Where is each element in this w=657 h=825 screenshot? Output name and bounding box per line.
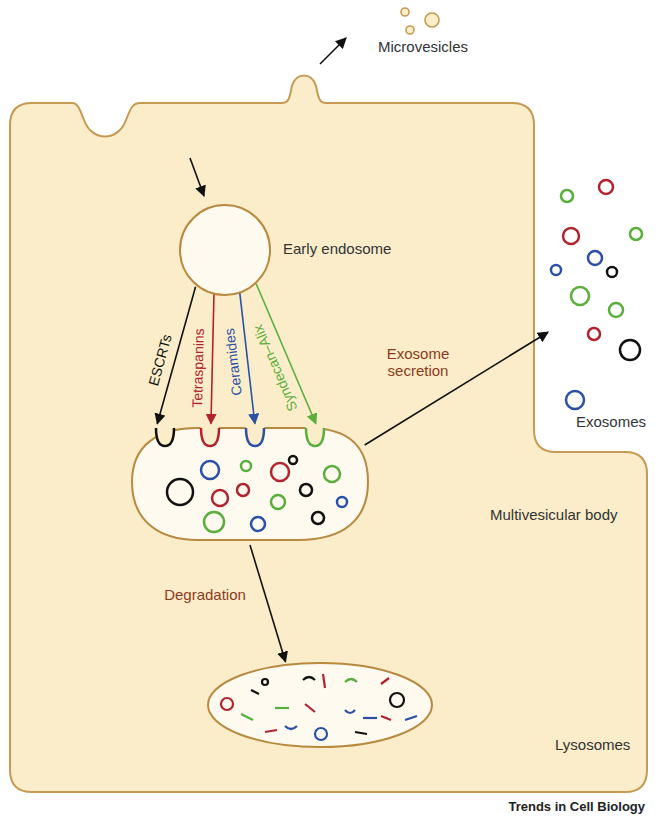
degraded-fragment xyxy=(381,716,391,720)
edge-label: Ceramides xyxy=(221,327,245,396)
exosome xyxy=(607,267,617,277)
edge-label: ESCRTs xyxy=(145,332,175,387)
intraluminal-vesicle xyxy=(241,461,251,471)
vesicle-remnant xyxy=(221,698,233,710)
degraded-fragment xyxy=(285,726,297,729)
intraluminal-vesicle xyxy=(324,466,340,482)
vesicle-remnant xyxy=(390,693,404,707)
lysosome-outline xyxy=(205,660,435,750)
intraluminal-vesicle xyxy=(300,484,312,496)
node-label: Lysosomes xyxy=(555,736,630,754)
membrane-invagination xyxy=(201,428,219,446)
invagination-fill xyxy=(244,425,266,446)
lysosome: Lysosomes xyxy=(205,660,435,750)
membrane-invagination xyxy=(156,428,174,446)
node-label: Exosomes xyxy=(576,413,646,431)
degraded-fragment xyxy=(303,677,315,680)
vesicle-remnant xyxy=(262,679,268,685)
intraluminal-vesicle xyxy=(237,484,249,496)
mvb-membrane xyxy=(132,428,368,540)
exosome xyxy=(551,265,561,275)
exosome xyxy=(630,228,642,240)
intraluminal-vesicle xyxy=(337,497,347,507)
journal-credit: Trends in Cell Biology xyxy=(508,799,645,814)
early-endosome-outline xyxy=(179,204,271,296)
degraded-fragment xyxy=(265,730,277,732)
degraded-fragment xyxy=(323,674,325,688)
edge-label: Tetraspanins xyxy=(189,328,207,408)
intraluminal-vesicle xyxy=(167,479,193,505)
invagination-fill xyxy=(199,425,221,446)
process-arrow xyxy=(157,287,195,424)
microvesicle xyxy=(406,26,414,34)
degraded-fragment xyxy=(275,707,289,709)
vesicle-remnant xyxy=(315,728,327,740)
degraded-fragment xyxy=(305,704,315,712)
degraded-fragment xyxy=(381,678,389,684)
process-label: Microvesicles xyxy=(378,38,468,55)
exosome xyxy=(566,391,584,409)
exosome xyxy=(609,303,623,317)
node-label: Multivesicular body xyxy=(490,506,618,524)
exosome-cluster xyxy=(551,180,642,409)
intraluminal-vesicle xyxy=(212,490,228,506)
early-endosome: Early endosome xyxy=(179,204,271,296)
exosome xyxy=(561,190,573,202)
invagination-fill xyxy=(154,425,176,446)
degraded-fragment xyxy=(355,732,367,734)
microvesicle xyxy=(401,8,409,16)
lysosome-membrane xyxy=(208,663,432,747)
intraluminal-vesicle xyxy=(271,463,289,481)
process-arrow xyxy=(211,294,214,424)
exosome xyxy=(599,180,613,194)
process-arrow xyxy=(256,284,316,424)
process-arrow xyxy=(250,545,286,662)
process-arrow xyxy=(240,292,255,423)
exosome xyxy=(588,251,602,265)
intraluminal-vesicle xyxy=(271,495,285,509)
intraluminal-vesicle xyxy=(289,456,297,464)
exosome xyxy=(620,340,640,360)
budding-arrow xyxy=(320,38,346,64)
multivesicular-body: Multivesicular body xyxy=(128,420,372,545)
endocytosis-arrow xyxy=(190,158,204,196)
edge-label: Exosome secretion xyxy=(376,345,460,380)
intraluminal-vesicle xyxy=(201,461,219,479)
degraded-fragment xyxy=(405,716,417,720)
membrane-invagination xyxy=(246,428,264,446)
exosome xyxy=(588,328,600,340)
degraded-fragment xyxy=(345,710,355,713)
degraded-fragment xyxy=(363,717,377,719)
node-label: Early endosome xyxy=(283,240,391,258)
edge-label: Syndecan–Alix xyxy=(249,322,300,414)
microvesicle xyxy=(425,13,439,27)
cell-membrane xyxy=(10,76,647,793)
exosome xyxy=(563,228,579,244)
membrane-invagination xyxy=(306,428,324,446)
degraded-fragment xyxy=(251,690,259,694)
intraluminal-vesicle xyxy=(251,517,265,531)
degraded-fragment xyxy=(241,714,253,720)
process-arrow xyxy=(365,332,548,445)
invagination-fill xyxy=(304,425,326,446)
exosome xyxy=(571,287,589,305)
endosome-membrane xyxy=(180,205,270,295)
edge-label: Degradation xyxy=(164,586,246,603)
intraluminal-vesicle xyxy=(312,512,324,524)
degraded-fragment xyxy=(345,679,357,682)
intraluminal-vesicle xyxy=(204,512,224,532)
exosome-group: Exosomes xyxy=(548,175,650,437)
multivesicular-body-outline xyxy=(128,420,372,545)
